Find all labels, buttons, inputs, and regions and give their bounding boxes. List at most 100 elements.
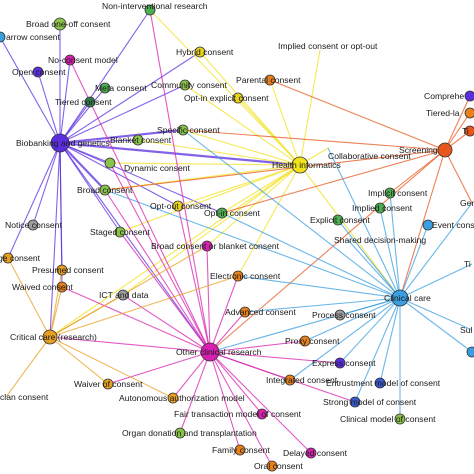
node-explicit[interactable] — [332, 214, 344, 226]
node-family[interactable] — [234, 444, 246, 456]
label-optout_consent: Opt-out consent — [150, 201, 212, 211]
edge-clinical_care-implied — [379, 207, 401, 299]
node-process[interactable] — [334, 309, 346, 321]
edge-other_clinical-dynamic — [109, 162, 211, 353]
edge-clinical_care-explicit — [337, 219, 401, 299]
label-oral: Oral consent — [254, 461, 303, 471]
node-integrated[interactable] — [284, 374, 296, 386]
node-meta[interactable] — [99, 82, 111, 94]
node-optin[interactable] — [216, 207, 228, 219]
edge-clinical_care-proxy — [304, 297, 401, 342]
node-advanced[interactable] — [239, 306, 251, 318]
edge-screening-parental — [269, 79, 446, 151]
label-explicit: Explicit consent — [310, 215, 370, 225]
node-clinical_model[interactable] — [394, 413, 406, 425]
edge-clinical_care-electronic — [237, 275, 401, 299]
node-proxy[interactable] — [299, 335, 311, 347]
label-implied_or_optout: Implied consent or opt-out — [278, 41, 378, 51]
node-delayed[interactable] — [305, 447, 317, 459]
node-blanket[interactable] — [132, 134, 144, 146]
edge-biobanking-other_clinical — [59, 142, 211, 353]
node-biobanking[interactable] — [50, 133, 70, 153]
node-notice[interactable] — [27, 219, 39, 231]
node-non_interventional[interactable] — [144, 4, 156, 16]
node-fair_transaction[interactable] — [256, 408, 268, 420]
edge-health_informatics-optin_explicit — [237, 97, 301, 166]
node-staged[interactable] — [114, 226, 126, 238]
node-comprehensive[interactable] — [464, 90, 474, 102]
node-dynamic[interactable] — [104, 157, 116, 169]
label-waived: Waived consent — [12, 282, 73, 292]
label-narrow: arrow consent — [6, 32, 61, 42]
node-express[interactable] — [334, 357, 346, 369]
edge-critical_care-broad_or_blanket — [49, 245, 208, 338]
node-implied[interactable] — [374, 202, 386, 214]
node-narrow[interactable] — [0, 31, 6, 43]
node-critical_care[interactable] — [42, 329, 58, 345]
node-waived[interactable] — [56, 281, 68, 293]
node-optin_explicit[interactable] — [232, 92, 244, 104]
edge-critical_care-presumed — [49, 269, 63, 338]
label-ict_data: ICT and data — [99, 290, 149, 300]
node-optout_consent[interactable] — [172, 200, 184, 212]
node-ict_data[interactable] — [117, 289, 129, 301]
node-electronic[interactable] — [232, 270, 244, 282]
edge-screening-comprehensive — [444, 95, 471, 151]
node-broad_one_off[interactable] — [53, 17, 67, 31]
node-specific[interactable] — [177, 124, 189, 136]
node-other_clinical[interactable] — [200, 342, 220, 362]
edge-other_clinical-family — [209, 351, 241, 451]
edge-critical_care-clan_consent — [5, 336, 51, 398]
label-critical_care: Critical care (research) — [10, 332, 97, 342]
edge-clinical_care-optin — [221, 212, 401, 299]
label-no_consent_model: No-consent model — [48, 55, 118, 65]
edge-biobanking-optin — [59, 142, 223, 214]
node-parental[interactable] — [264, 74, 276, 86]
edge-other_clinical-non_interventional — [149, 9, 211, 353]
label-family: Family consent — [212, 445, 270, 455]
node-event[interactable] — [422, 219, 434, 231]
node-right_edge[interactable] — [466, 346, 474, 358]
label-tiered: Tiered consent — [55, 97, 112, 107]
node-no_consent_model[interactable] — [64, 54, 76, 66]
node-tiered[interactable] — [84, 96, 96, 108]
node-health_informatics[interactable] — [291, 156, 309, 174]
node-entrustment[interactable] — [374, 377, 386, 389]
node-implicit[interactable] — [384, 187, 396, 199]
label-proxy: Proxy consent — [285, 336, 340, 346]
edge-critical_care-autonomous_auth — [49, 336, 174, 399]
node-broad[interactable] — [99, 184, 111, 196]
edge-other_clinical-waiver_of — [107, 351, 211, 385]
node-autonomous_auth[interactable] — [167, 392, 179, 404]
node-screening[interactable] — [437, 142, 453, 158]
label-hybrid: Hybrid consent — [176, 47, 234, 57]
node-open_consent[interactable] — [32, 66, 44, 78]
node-waiver_of[interactable] — [102, 378, 114, 390]
node-strong_model[interactable] — [349, 396, 361, 408]
edge-screening-tiered_la — [444, 112, 471, 151]
node-tiered_la[interactable] — [464, 107, 474, 119]
label-sul_right: Sul — [460, 325, 473, 335]
edge-health_informatics-ict_data — [122, 164, 301, 296]
node-hybrid[interactable] — [194, 46, 206, 58]
node-clinical_care[interactable] — [391, 289, 409, 307]
node-oral[interactable] — [266, 460, 278, 472]
node-broad_or_blanket[interactable] — [201, 240, 213, 252]
edge-biobanking-no_consent_model — [59, 59, 71, 144]
node-presumed[interactable] — [56, 264, 68, 276]
edge-health_informatics-critical_care — [49, 164, 301, 338]
edge-health_informatics-implied_or_optout — [299, 49, 321, 166]
label-optin: Opt-in consent — [204, 208, 261, 218]
label-gen_right: Gen — [460, 198, 474, 208]
edge-biobanking-hybrid — [59, 51, 201, 144]
edge-biobanking-specific — [59, 128, 184, 145]
edge-screening-clinical_care — [399, 149, 446, 299]
node-organ_donation[interactable] — [174, 427, 186, 439]
edge-biobanking-open_consent — [37, 71, 61, 144]
label-blanket: Blanket consent — [110, 135, 172, 145]
edge-biobanking-ge_consent — [7, 142, 61, 259]
node-ge_consent[interactable] — [2, 252, 14, 264]
node-ti_right[interactable] — [464, 125, 474, 137]
node-community[interactable] — [179, 79, 191, 91]
